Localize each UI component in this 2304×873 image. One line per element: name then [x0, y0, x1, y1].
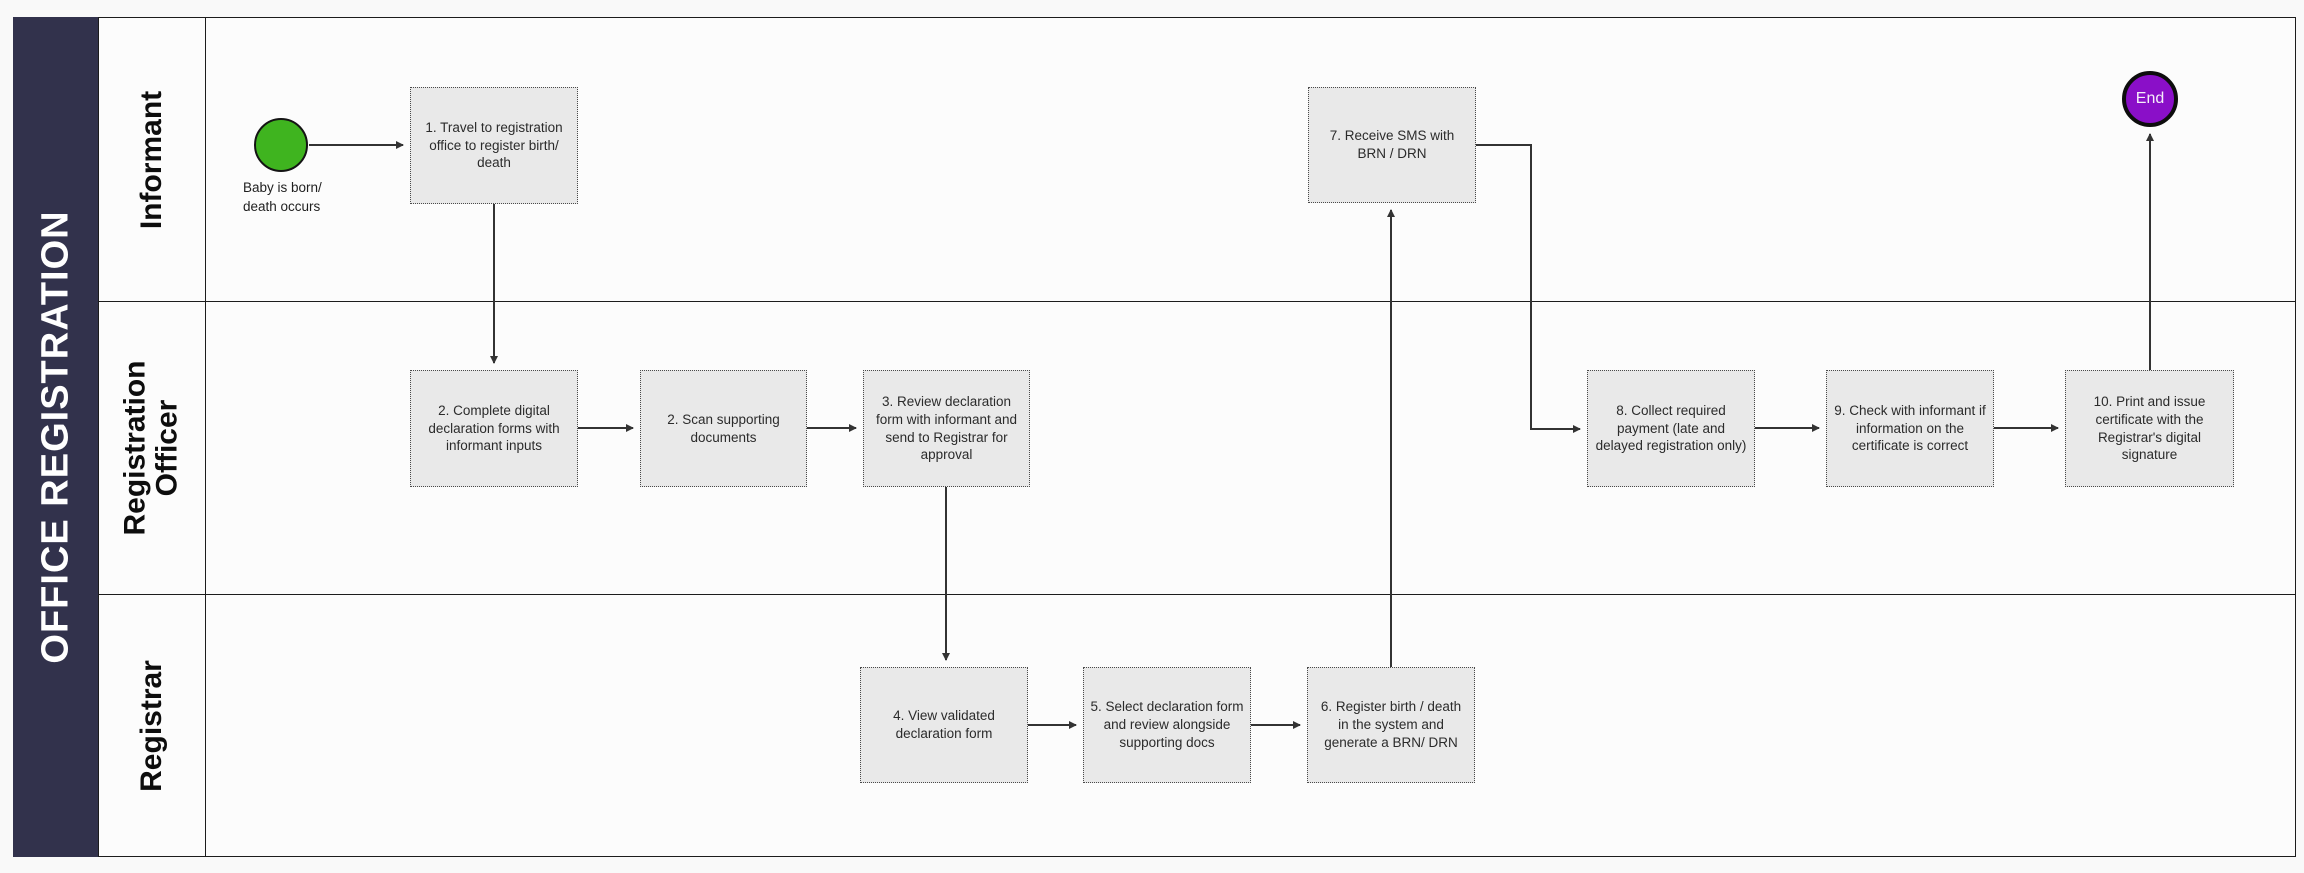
task-6-register-birth-death[interactable]: 6. Register birth / death in the system …	[1307, 667, 1475, 783]
start-event-circle[interactable]	[254, 118, 308, 172]
task-7-receive-sms[interactable]: 7. Receive SMS with BRN / DRN	[1308, 87, 1476, 203]
task-1-travel-to-office[interactable]: 1. Travel to registration office to regi…	[410, 87, 578, 204]
pool-title-bar: OFFICE REGISTRATION	[13, 17, 98, 857]
lane-registrar: Registrar	[99, 595, 2295, 856]
lane-informant: Informant	[99, 18, 2295, 302]
start-event-label: Baby is born/ death occurs	[243, 180, 322, 214]
end-event-circle[interactable]: End	[2122, 71, 2178, 127]
task-4-view-validated-form[interactable]: 4. View validated declaration form	[860, 667, 1028, 783]
lane-registration-officer-label-cell: Registration Officer	[99, 302, 206, 594]
pool-title: OFFICE REGISTRATION	[33, 210, 76, 664]
task-10-print-certificate[interactable]: 10. Print and issue certificate with the…	[2065, 370, 2234, 487]
task-5-select-declaration[interactable]: 5. Select declaration form and review al…	[1083, 667, 1251, 783]
task-3-review-declaration[interactable]: 3. Review declaration form with informan…	[863, 370, 1030, 487]
lane-registrar-label-cell: Registrar	[99, 595, 206, 856]
lane-registration-officer-label: Registration Officer	[118, 360, 184, 536]
task-2-complete-declaration[interactable]: 2. Complete digital declaration forms wi…	[410, 370, 578, 487]
task-8-collect-payment[interactable]: 8. Collect required payment (late and de…	[1587, 370, 1755, 487]
lane-informant-label-cell: Informant	[99, 18, 206, 301]
task-9-check-with-informant[interactable]: 9. Check with informant if information o…	[1826, 370, 1994, 487]
lane-informant-label: Informant	[134, 90, 168, 229]
lane-registration-officer: Registration Officer	[99, 302, 2295, 595]
task-2-scan-documents[interactable]: 2. Scan supporting documents	[640, 370, 807, 487]
lane-registrar-label: Registrar	[134, 659, 168, 792]
